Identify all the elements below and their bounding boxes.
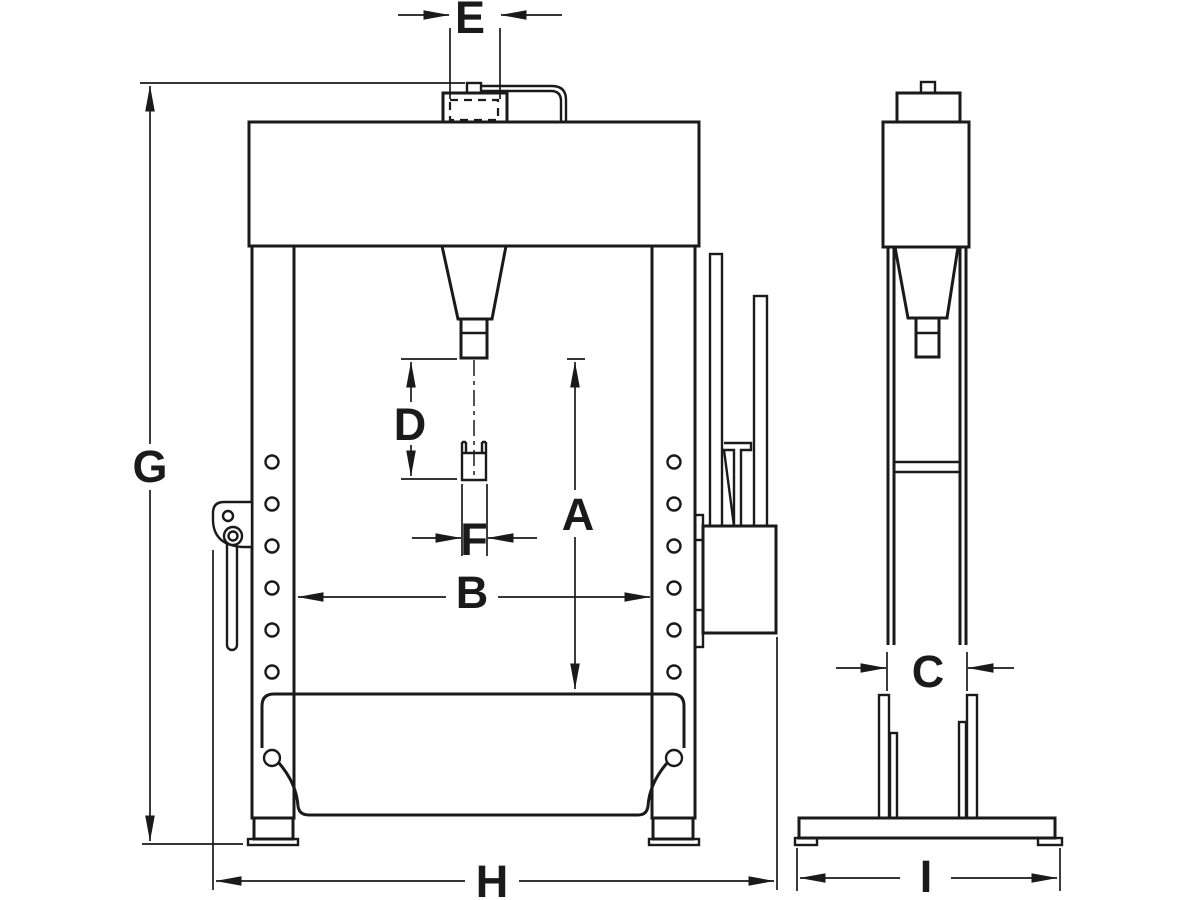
base-pad-right — [1036, 836, 1064, 847]
pump-assembly — [693, 252, 778, 649]
table-pin-right — [664, 748, 684, 768]
lever-rod — [225, 540, 239, 652]
pump-block — [701, 524, 778, 635]
dim-label-f: F — [460, 514, 488, 565]
press-head-beam — [247, 120, 701, 248]
dimension-B: B — [297, 567, 651, 618]
hydraulic-ram — [440, 244, 508, 360]
dim-label-i: I — [920, 851, 933, 900]
pump-pipe-inner — [481, 89, 563, 122]
dimension-I: I — [796, 848, 1061, 900]
column-pin-holes — [264, 454, 682, 680]
pump-body — [441, 91, 509, 124]
lever-pivot — [222, 525, 244, 547]
top-pump-cylinder — [441, 81, 568, 124]
dimension-C: C — [836, 646, 1014, 697]
bracket-hole — [221, 509, 235, 523]
dim-label-e: E — [455, 0, 485, 43]
right-column — [650, 244, 697, 820]
dimensions: E G D A — [132, 0, 1061, 900]
left-column — [250, 244, 296, 820]
base-pad-left — [793, 836, 819, 847]
dim-label-g: G — [132, 441, 167, 492]
dimension-H: H — [212, 550, 778, 900]
pump-handle-bar — [708, 252, 724, 528]
side-base-gussets — [877, 693, 979, 820]
pump-plunger-bar — [752, 294, 769, 528]
side-columns — [886, 247, 968, 645]
dimension-A: A — [562, 361, 595, 690]
press-feet — [246, 816, 701, 847]
dim-label-h: H — [476, 856, 509, 900]
dimension-D: D — [394, 361, 457, 480]
side-ram — [893, 245, 960, 359]
side-view — [793, 80, 1064, 847]
release-lever — [211, 500, 254, 652]
dimension-G: G — [132, 82, 465, 845]
side-crossbar — [894, 460, 960, 474]
pump-pipe-outer — [481, 84, 568, 122]
base-plate — [797, 816, 1057, 840]
dim-label-d: D — [394, 399, 427, 450]
release-valve-tee — [722, 441, 753, 527]
hidden-cylinder-outline — [448, 98, 500, 122]
dimension-E: E — [398, 0, 562, 99]
dim-label-a: A — [562, 489, 595, 540]
front-view — [211, 81, 778, 847]
dimension-F: F — [412, 484, 537, 565]
side-pump-knob — [919, 80, 937, 95]
table-pin-left — [262, 748, 282, 768]
dim-label-c: C — [912, 646, 945, 697]
work-table — [260, 692, 686, 817]
dim-label-b: B — [456, 567, 489, 618]
press-punch — [460, 440, 488, 482]
side-head-beam — [881, 120, 971, 249]
side-pump-cap — [895, 91, 962, 124]
side-base — [793, 816, 1064, 847]
